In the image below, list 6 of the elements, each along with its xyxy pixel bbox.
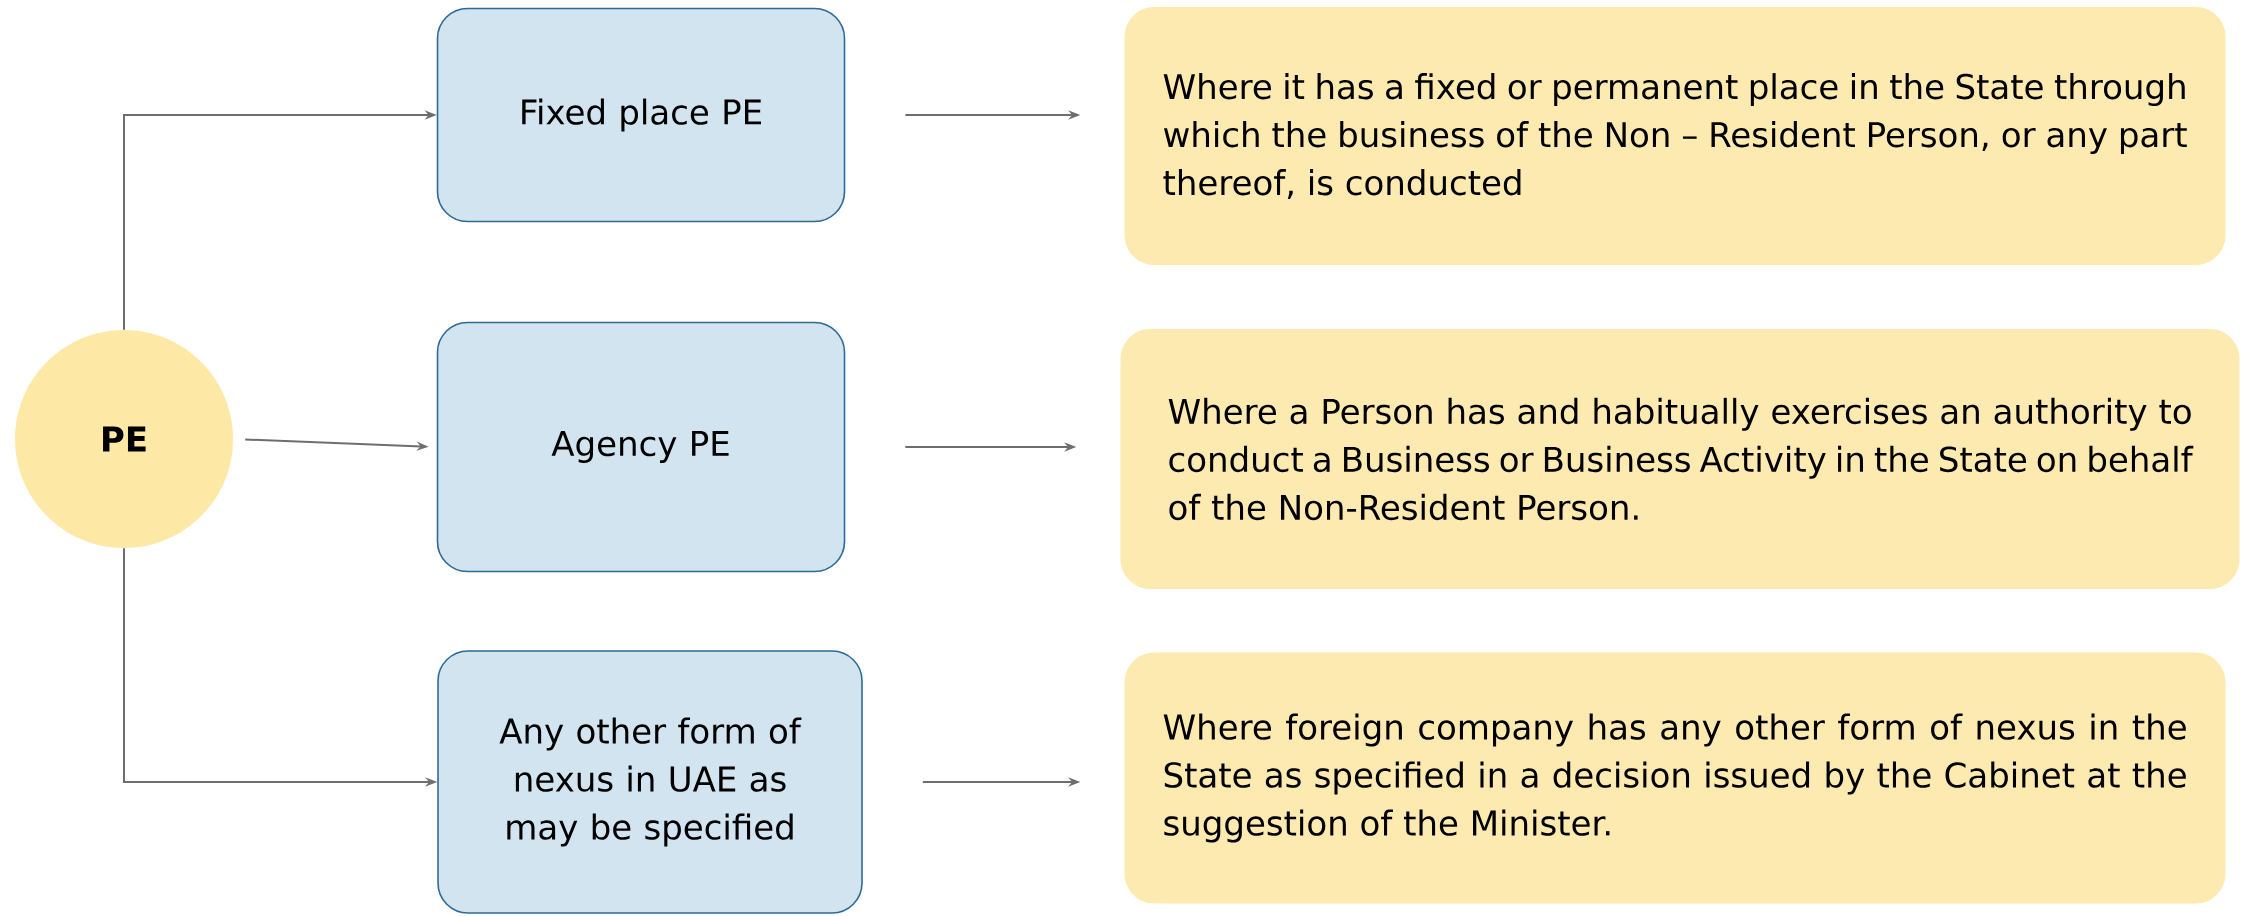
category-box: Agency PE (436, 321, 846, 573)
category-box: Any other form of nexus in UAE as may be specified (437, 650, 863, 914)
description-box: Where a Person has and habitually exercises an authority to conduct a Business or Business Activity in the State on behalf of the Non-Resident Person. (1120, 329, 2240, 589)
description-box: Where foreign company has any other form of nexus in the State as specified in a decision issued by the Cabinet at the suggestion of the Minister. (1124, 652, 2226, 904)
description-box: Where it has a fixed or permanent place in the State through which the business of the Non – Resident Person, or any part thereof, is conducted (1124, 7, 2226, 265)
category-box: Fixed place PE (436, 7, 846, 223)
